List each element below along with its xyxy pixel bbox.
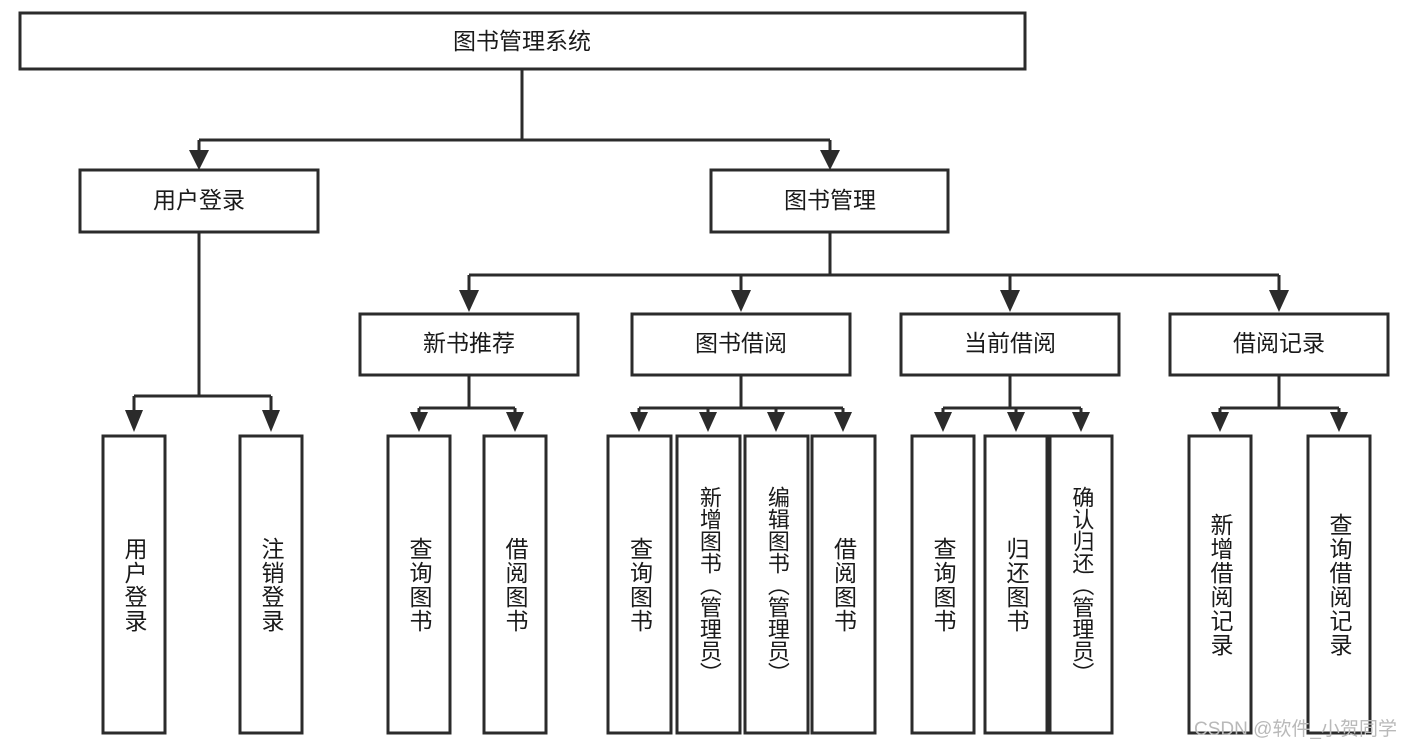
node-borrow-records[interactable]: 借阅记录 [1168, 312, 1390, 377]
connector-group-current [934, 375, 1090, 432]
connector-group-records [1211, 375, 1348, 432]
arrowhead-userlogin-l1 [125, 410, 143, 432]
leaf-box-query-borrow-record[interactable] [1306, 434, 1372, 735]
leaf-box-borrow-book-2[interactable] [810, 434, 877, 735]
leaf-box-borrow-book-1[interactable] [482, 434, 548, 735]
leaf-box-confirm-return-admin[interactable] [1048, 434, 1114, 735]
leaf-box-user-login[interactable] [101, 434, 167, 735]
node-borrow-records-box[interactable] [1168, 312, 1390, 377]
node-user-login[interactable]: 用户登录 [78, 168, 320, 234]
arrowhead-bookmgmt-c1 [459, 290, 479, 312]
arrowhead-current-l1 [934, 412, 952, 432]
node-current-borrow-box[interactable] [899, 312, 1121, 377]
arrowhead-current-l2 [1007, 412, 1025, 432]
leaf-box-add-borrow-record[interactable] [1187, 434, 1253, 735]
node-current-borrow-label: 当前借阅 [964, 330, 1056, 356]
node-user-login-label: 用户登录 [153, 187, 245, 213]
leaf-box-edit-book-admin[interactable] [743, 434, 810, 735]
arrowhead-borrow-l1 [630, 412, 648, 432]
arrowhead-root-to-userlogin [189, 150, 209, 170]
arrowhead-records-l1 [1211, 412, 1229, 432]
arrowhead-bookmgmt-c4 [1269, 290, 1289, 312]
leaf-box-query-book-2[interactable] [606, 434, 673, 735]
leaf-boxes [101, 434, 1372, 735]
leaf-box-logout[interactable] [238, 434, 304, 735]
node-root-label: 图书管理系统 [453, 28, 591, 54]
arrowhead-borrow-l3 [767, 412, 785, 432]
arrowhead-current-l3 [1072, 412, 1090, 432]
arrowhead-borrow-l2 [699, 412, 717, 432]
leaf-box-return-book[interactable] [983, 434, 1049, 735]
leaf-box-add-book-admin[interactable] [675, 434, 742, 735]
connector-group-newbook [410, 375, 524, 432]
arrowhead-newbook-l1 [410, 412, 428, 432]
node-book-management-box[interactable] [709, 168, 950, 234]
arrowhead-userlogin-l2 [262, 410, 280, 432]
node-book-borrow-box[interactable] [630, 312, 852, 377]
connector-group-borrow [630, 375, 852, 432]
node-new-book-recommend-label: 新书推荐 [423, 330, 515, 356]
arrowhead-records-l2 [1330, 412, 1348, 432]
arrowhead-newbook-l2 [506, 412, 524, 432]
arrowhead-root-to-bookmgmt [820, 150, 840, 170]
node-new-book-recommend-box[interactable] [358, 312, 580, 377]
connector-group-userlogin [125, 232, 280, 432]
node-book-borrow[interactable]: 图书借阅 [630, 312, 852, 377]
node-current-borrow[interactable]: 当前借阅 [899, 312, 1121, 377]
arrowhead-borrow-l4 [834, 412, 852, 432]
node-book-borrow-label: 图书借阅 [695, 330, 787, 356]
node-root[interactable]: 图书管理系统 [18, 11, 1027, 71]
arrowhead-bookmgmt-c2 [731, 290, 751, 312]
arrowhead-bookmgmt-c3 [1000, 290, 1020, 312]
leaf-box-query-book-1[interactable] [386, 434, 452, 735]
node-book-management-label: 图书管理 [784, 187, 876, 213]
node-new-book-recommend[interactable]: 新书推荐 [358, 312, 580, 377]
node-root-box[interactable] [18, 11, 1027, 71]
leaf-box-query-book-3[interactable] [910, 434, 976, 735]
node-user-login-box[interactable] [78, 168, 320, 234]
connector-group-root [189, 69, 840, 170]
node-borrow-records-label: 借阅记录 [1233, 330, 1325, 356]
node-book-management[interactable]: 图书管理 [709, 168, 950, 234]
connector-group-bookmgmt [459, 232, 1289, 312]
